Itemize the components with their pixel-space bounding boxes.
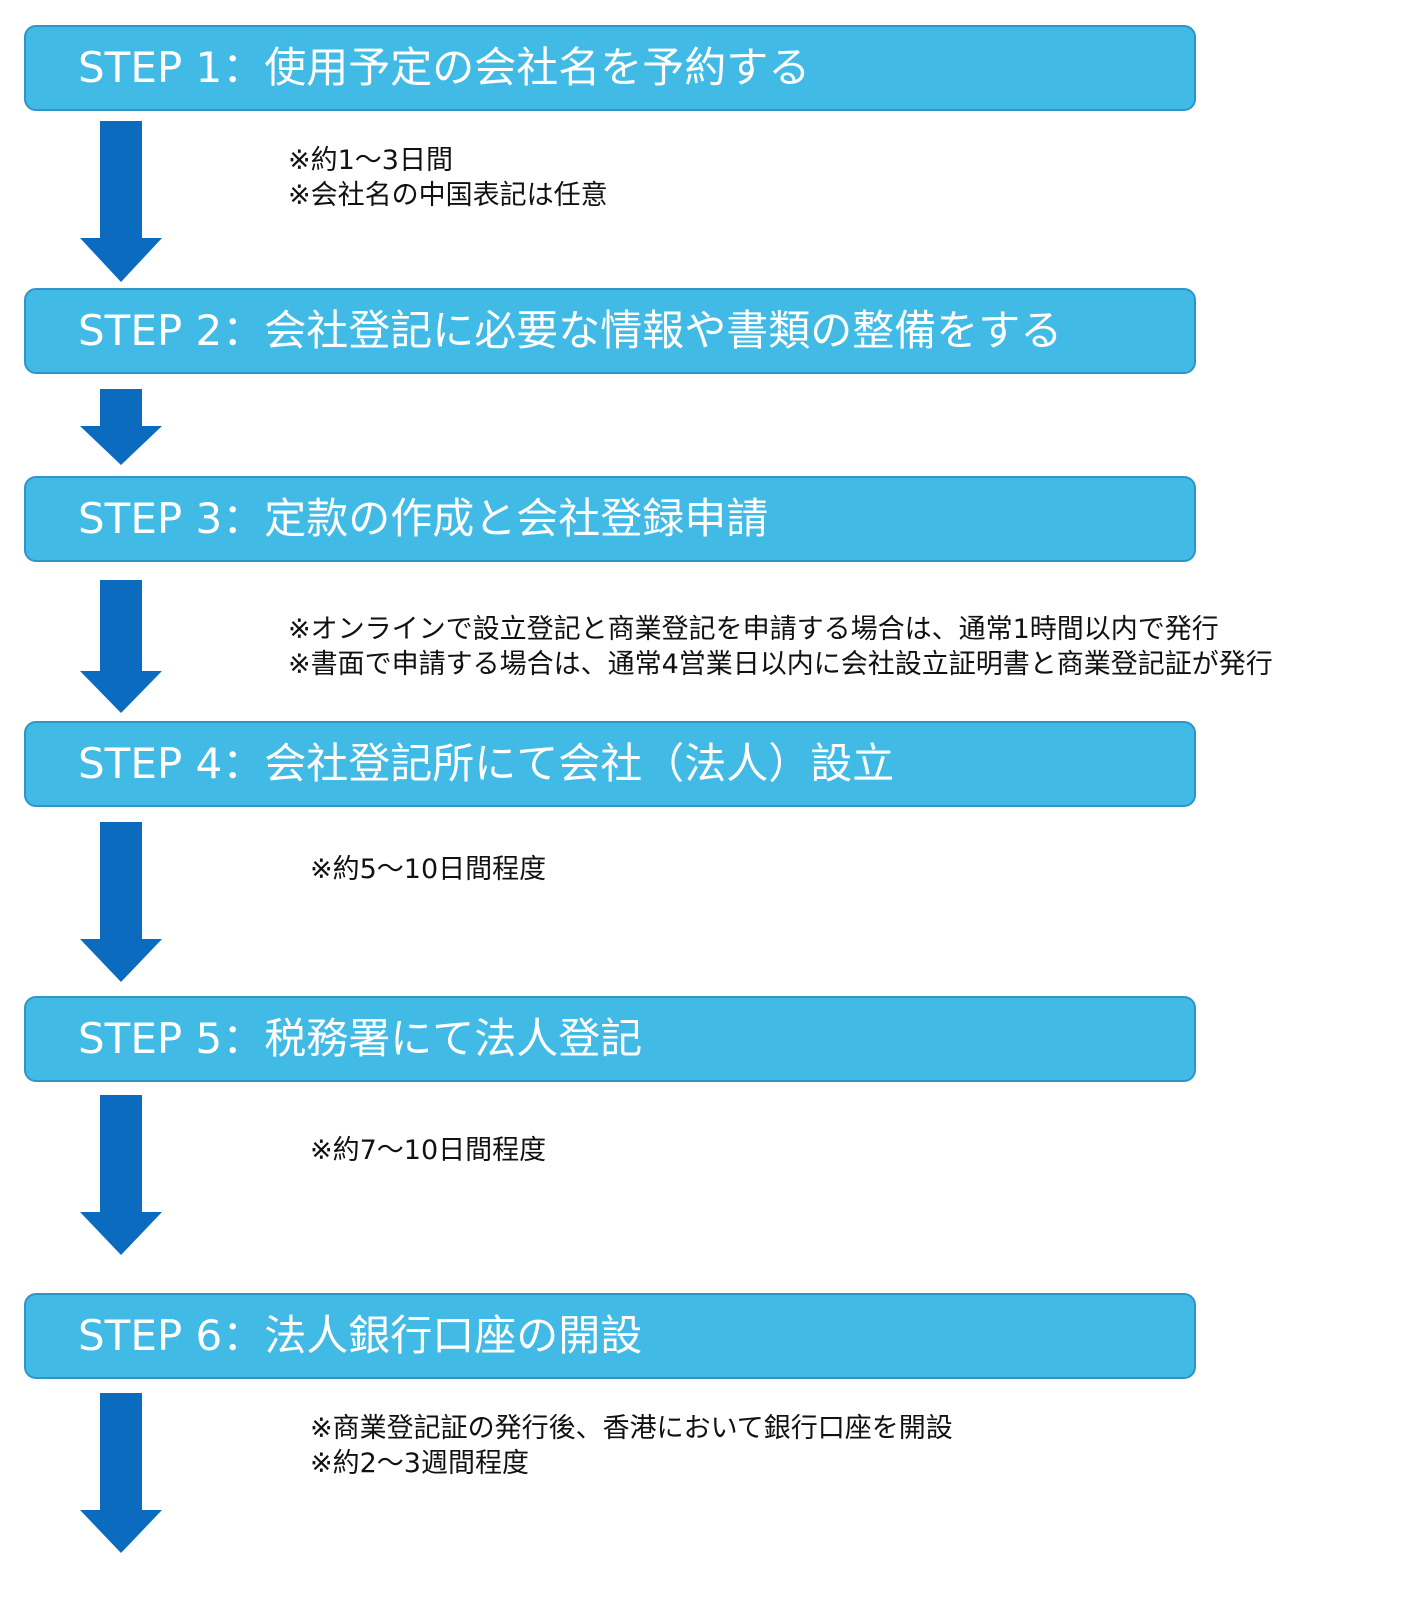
note-line: ※商業登記証の発行後、香港において銀行口座を開設 <box>310 1413 953 1444</box>
down-arrow-icon <box>80 1095 162 1255</box>
step-3-label: STEP 3：定款の作成と会社登録申請 <box>78 494 769 543</box>
note-line: ※約5～10日間程度 <box>310 854 547 885</box>
step-4-label: STEP 4：会社登記所にて会社（法人）設立 <box>78 739 895 788</box>
step-1-box: STEP 1：使用予定の会社名を予約する <box>24 25 1196 111</box>
note-line: ※会社名の中国表記は任意 <box>288 180 608 211</box>
step-1-note: ※約1～3日間 ※会社名の中国表記は任意 <box>288 143 608 213</box>
note-line: ※約1～3日間 <box>288 145 453 176</box>
step-1-label: STEP 1：使用予定の会社名を予約する <box>78 43 811 92</box>
step-4-note: ※約5～10日間程度 <box>310 852 546 887</box>
note-line: ※書面で申請する場合は、通常4営業日以内に会社設立証明書と商業登記証が発行 <box>288 649 1273 680</box>
note-line: ※オンラインで設立登記と商業登記を申請する場合は、通常1時間以内で発行 <box>288 614 1219 645</box>
step-2-box: STEP 2：会社登記に必要な情報や書類の整備をする <box>24 288 1196 374</box>
step-6-box: STEP 6：法人銀行口座の開設 <box>24 1293 1196 1379</box>
down-arrow-icon <box>80 121 162 282</box>
down-arrow-icon <box>80 389 162 465</box>
down-arrow-icon <box>80 580 162 713</box>
step-5-box: STEP 5：税務署にて法人登記 <box>24 996 1196 1082</box>
step-6-label: STEP 6：法人銀行口座の開設 <box>78 1311 643 1360</box>
step-6-note: ※商業登記証の発行後、香港において銀行口座を開設 ※約2～3週間程度 <box>310 1411 953 1481</box>
step-4-box: STEP 4：会社登記所にて会社（法人）設立 <box>24 721 1196 807</box>
step-3-box: STEP 3：定款の作成と会社登録申請 <box>24 476 1196 562</box>
note-line: ※約2～3週間程度 <box>310 1448 529 1479</box>
step-3-note: ※オンラインで設立登記と商業登記を申請する場合は、通常1時間以内で発行 ※書面で… <box>288 612 1273 682</box>
down-arrow-icon <box>80 822 162 982</box>
step-5-label: STEP 5：税務署にて法人登記 <box>78 1014 643 1063</box>
down-arrow-icon <box>80 1393 162 1553</box>
note-line: ※約7～10日間程度 <box>310 1135 547 1166</box>
step-5-note: ※約7～10日間程度 <box>310 1133 546 1168</box>
step-2-label: STEP 2：会社登記に必要な情報や書類の整備をする <box>78 306 1063 355</box>
